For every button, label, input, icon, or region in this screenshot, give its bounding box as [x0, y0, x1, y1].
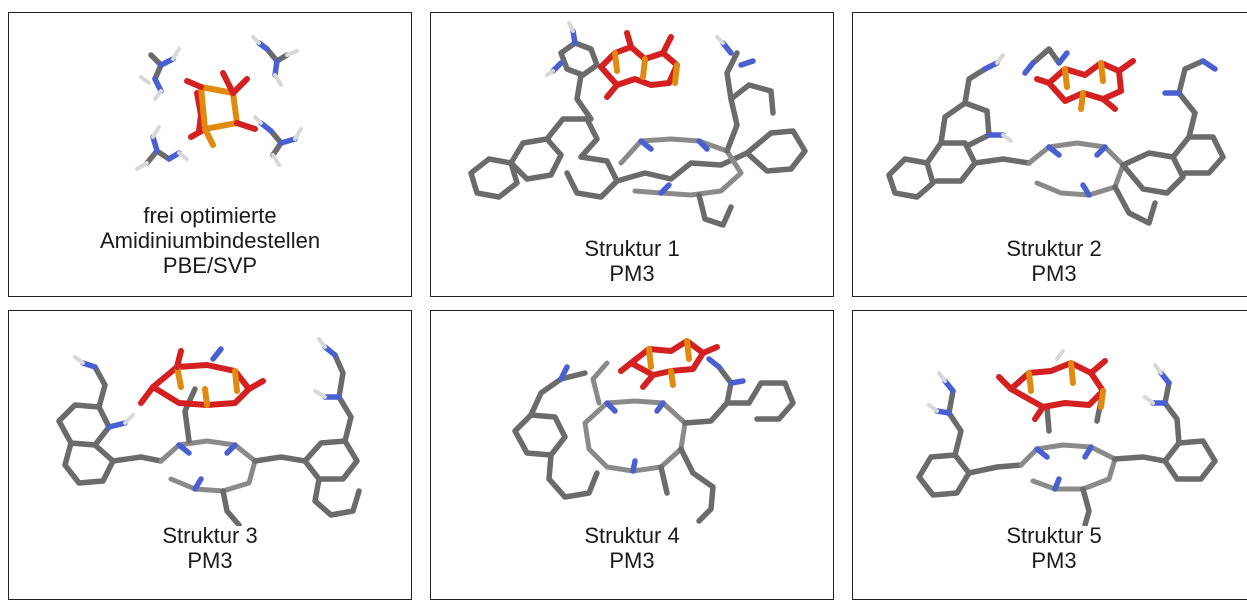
caption-line-2: PM3 [1031, 548, 1077, 573]
panel-struktur-5: Struktur 5 PM3 [852, 310, 1247, 600]
caption: Struktur 1 PM3 [431, 236, 833, 286]
phosphate-ring [184, 70, 258, 148]
amidinium-fragment [251, 35, 299, 87]
caption: Struktur 3 PM3 [9, 523, 411, 573]
caption-line-1: Struktur 5 [1006, 523, 1102, 548]
molecule-struktur-1 [468, 21, 808, 228]
panel-struktur-2: Struktur 2 PM3 [852, 12, 1247, 297]
caption-line-1: Struktur 3 [162, 523, 258, 548]
panel-struktur-3: Struktur 3 PM3 [8, 310, 412, 600]
panel-struktur-1: Struktur 1 PM3 [430, 12, 834, 297]
caption-line-2: PM3 [187, 548, 233, 573]
caption-line-2: PM3 [1031, 261, 1077, 286]
molecule-struktur-2 [886, 46, 1226, 226]
caption-line-1: Struktur 2 [1006, 236, 1102, 261]
caption-line-2: PM3 [609, 548, 655, 573]
caption-line-3: PBE/SVP [162, 253, 258, 278]
panel-free-optimized: frei optimierte Amidiniumbindestellen PB… [8, 12, 412, 297]
caption: Struktur 4 PM3 [431, 523, 833, 573]
molecule-struktur-4 [512, 338, 796, 524]
molecule-struktur-5 [916, 349, 1218, 526]
caption-line-2: Amidiniumbindestellen [99, 228, 321, 253]
panel-struktur-4: Struktur 4 PM3 [430, 310, 834, 600]
caption-line-1: Struktur 1 [584, 236, 680, 261]
amidinium-fragment [253, 115, 303, 167]
caption: frei optimierte Amidiniumbindestellen PB… [9, 203, 411, 278]
amidinium-fragment [139, 47, 181, 101]
caption-line-1: Struktur 4 [584, 523, 680, 548]
molecule-struktur-3 [56, 337, 362, 526]
caption: Struktur 2 PM3 [853, 236, 1247, 286]
caption-line-1: frei optimierte [143, 203, 277, 228]
amidinium-fragment [135, 125, 189, 171]
caption-line-2: PM3 [609, 261, 655, 286]
molecule-amidinium-sites [135, 35, 303, 171]
caption: Struktur 5 PM3 [853, 523, 1247, 573]
